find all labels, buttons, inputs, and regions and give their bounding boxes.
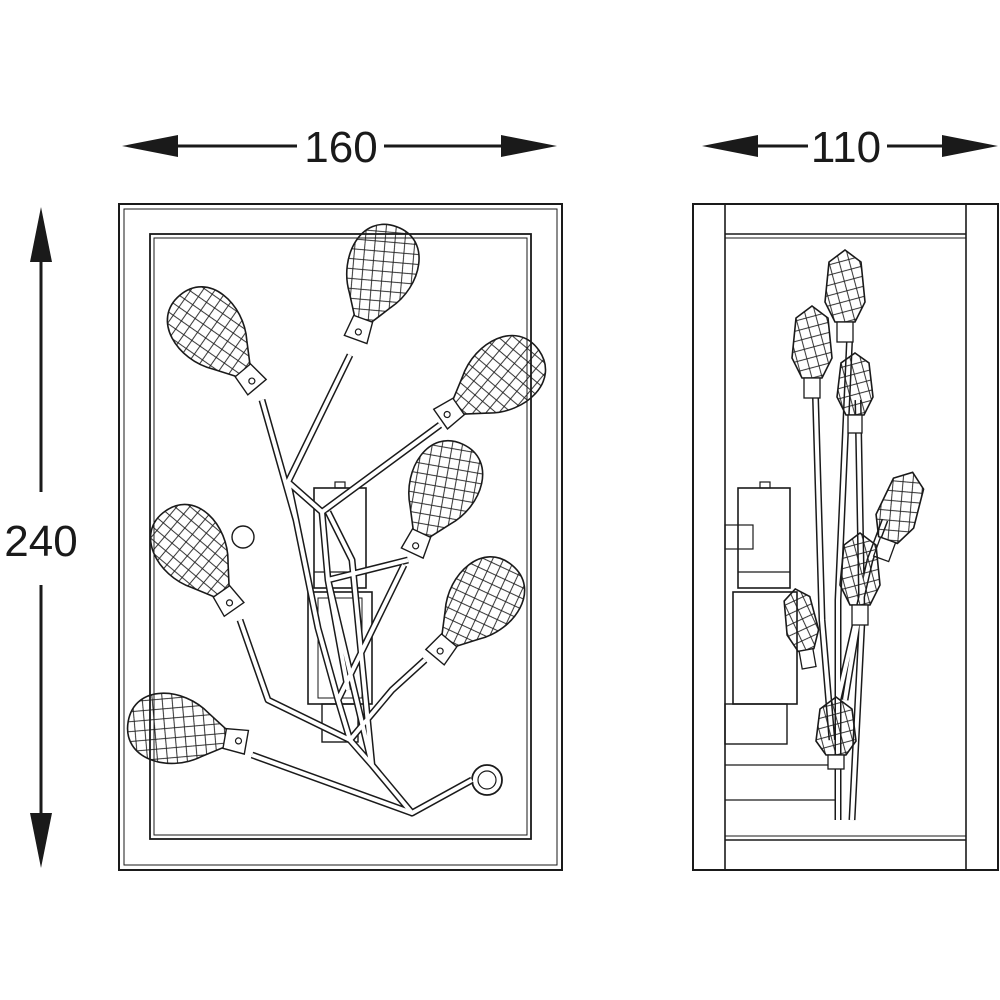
- front-width-label: 160: [304, 123, 377, 172]
- side-left-post: [692, 203, 726, 871]
- height-label: 240: [4, 517, 77, 566]
- screw-icon: [231, 525, 255, 549]
- side-view: [692, 203, 999, 871]
- crystal-shade-6: [424, 556, 526, 666]
- arrow-down-icon: [30, 813, 52, 868]
- crystal-shade-2: [343, 223, 420, 345]
- switch-knob: [471, 764, 503, 796]
- crystal-shade-4: [400, 439, 484, 560]
- side-crystal-4: [872, 471, 925, 563]
- crystal-shade-7: [126, 692, 250, 765]
- arrow-left-icon: [122, 135, 178, 157]
- front-view: [118, 203, 563, 871]
- outer-frame: [118, 203, 563, 871]
- crystal-shade-3: [432, 334, 547, 430]
- height-dimension: 240: [4, 207, 78, 868]
- side-crystal-7: [815, 696, 857, 770]
- side-depth-label: 110: [811, 123, 881, 172]
- frame-inner-edge: [123, 208, 558, 866]
- branches: [236, 353, 474, 817]
- arrow-left-icon: [702, 135, 758, 157]
- side-depth-dimension: 110: [702, 123, 998, 172]
- arrow-up-icon: [30, 207, 52, 262]
- side-crystal-2: [791, 305, 833, 399]
- side-crystal-5: [839, 532, 881, 626]
- side-crystal-6: [783, 587, 820, 670]
- arrow-right-icon: [501, 135, 557, 157]
- arrow-right-icon: [942, 135, 998, 157]
- side-crystal-3: [836, 352, 874, 434]
- side-right-post: [965, 203, 999, 871]
- front-width-dimension: 160: [122, 123, 557, 172]
- crystal-shade-1: [166, 286, 268, 396]
- crystal-shade-5: [149, 503, 245, 618]
- side-crystal-1: [824, 249, 866, 343]
